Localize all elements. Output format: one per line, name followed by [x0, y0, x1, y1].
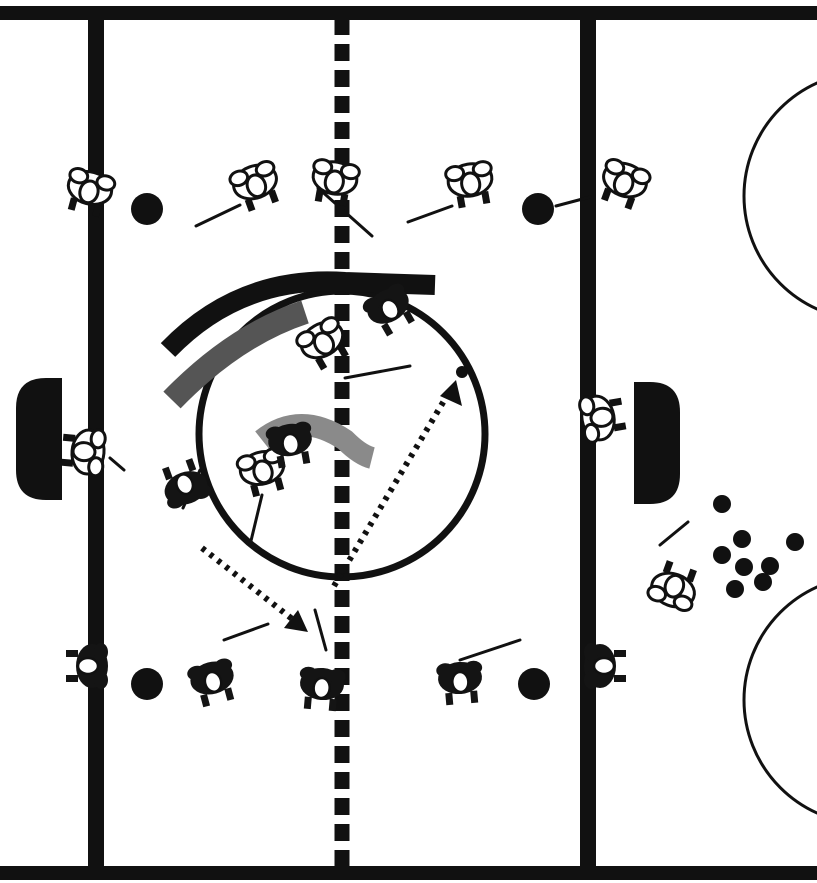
bench-left — [16, 378, 62, 500]
skater-dark — [66, 643, 108, 689]
skater-dark — [436, 660, 485, 706]
skater-light — [308, 158, 361, 207]
puck — [456, 366, 468, 378]
skater-dark — [186, 657, 241, 709]
arrow-head — [284, 610, 308, 632]
pass-arrow-2 — [334, 394, 448, 586]
puck — [733, 530, 751, 548]
skater-light — [60, 427, 106, 476]
bottom-board — [0, 866, 817, 880]
skater-light — [594, 157, 652, 212]
puck — [713, 495, 731, 513]
zone-circle-top — [744, 72, 817, 320]
skater-light — [578, 391, 627, 444]
puck — [754, 573, 772, 591]
skater-dark — [584, 643, 626, 689]
top-board — [0, 6, 817, 20]
puck — [761, 557, 779, 575]
puck — [735, 558, 753, 576]
faceoff-dot — [522, 193, 554, 225]
bench-right — [634, 382, 680, 504]
faceoff-dot — [131, 668, 163, 700]
zone-circle-bottom — [744, 576, 817, 824]
skater-light — [445, 160, 498, 209]
puck — [786, 533, 804, 551]
pass-arrow-1 — [202, 548, 296, 622]
puck — [726, 580, 744, 598]
skater-light — [646, 558, 704, 613]
faceoff-dot — [518, 668, 550, 700]
puck — [713, 546, 731, 564]
faceoff-dot — [131, 193, 163, 225]
